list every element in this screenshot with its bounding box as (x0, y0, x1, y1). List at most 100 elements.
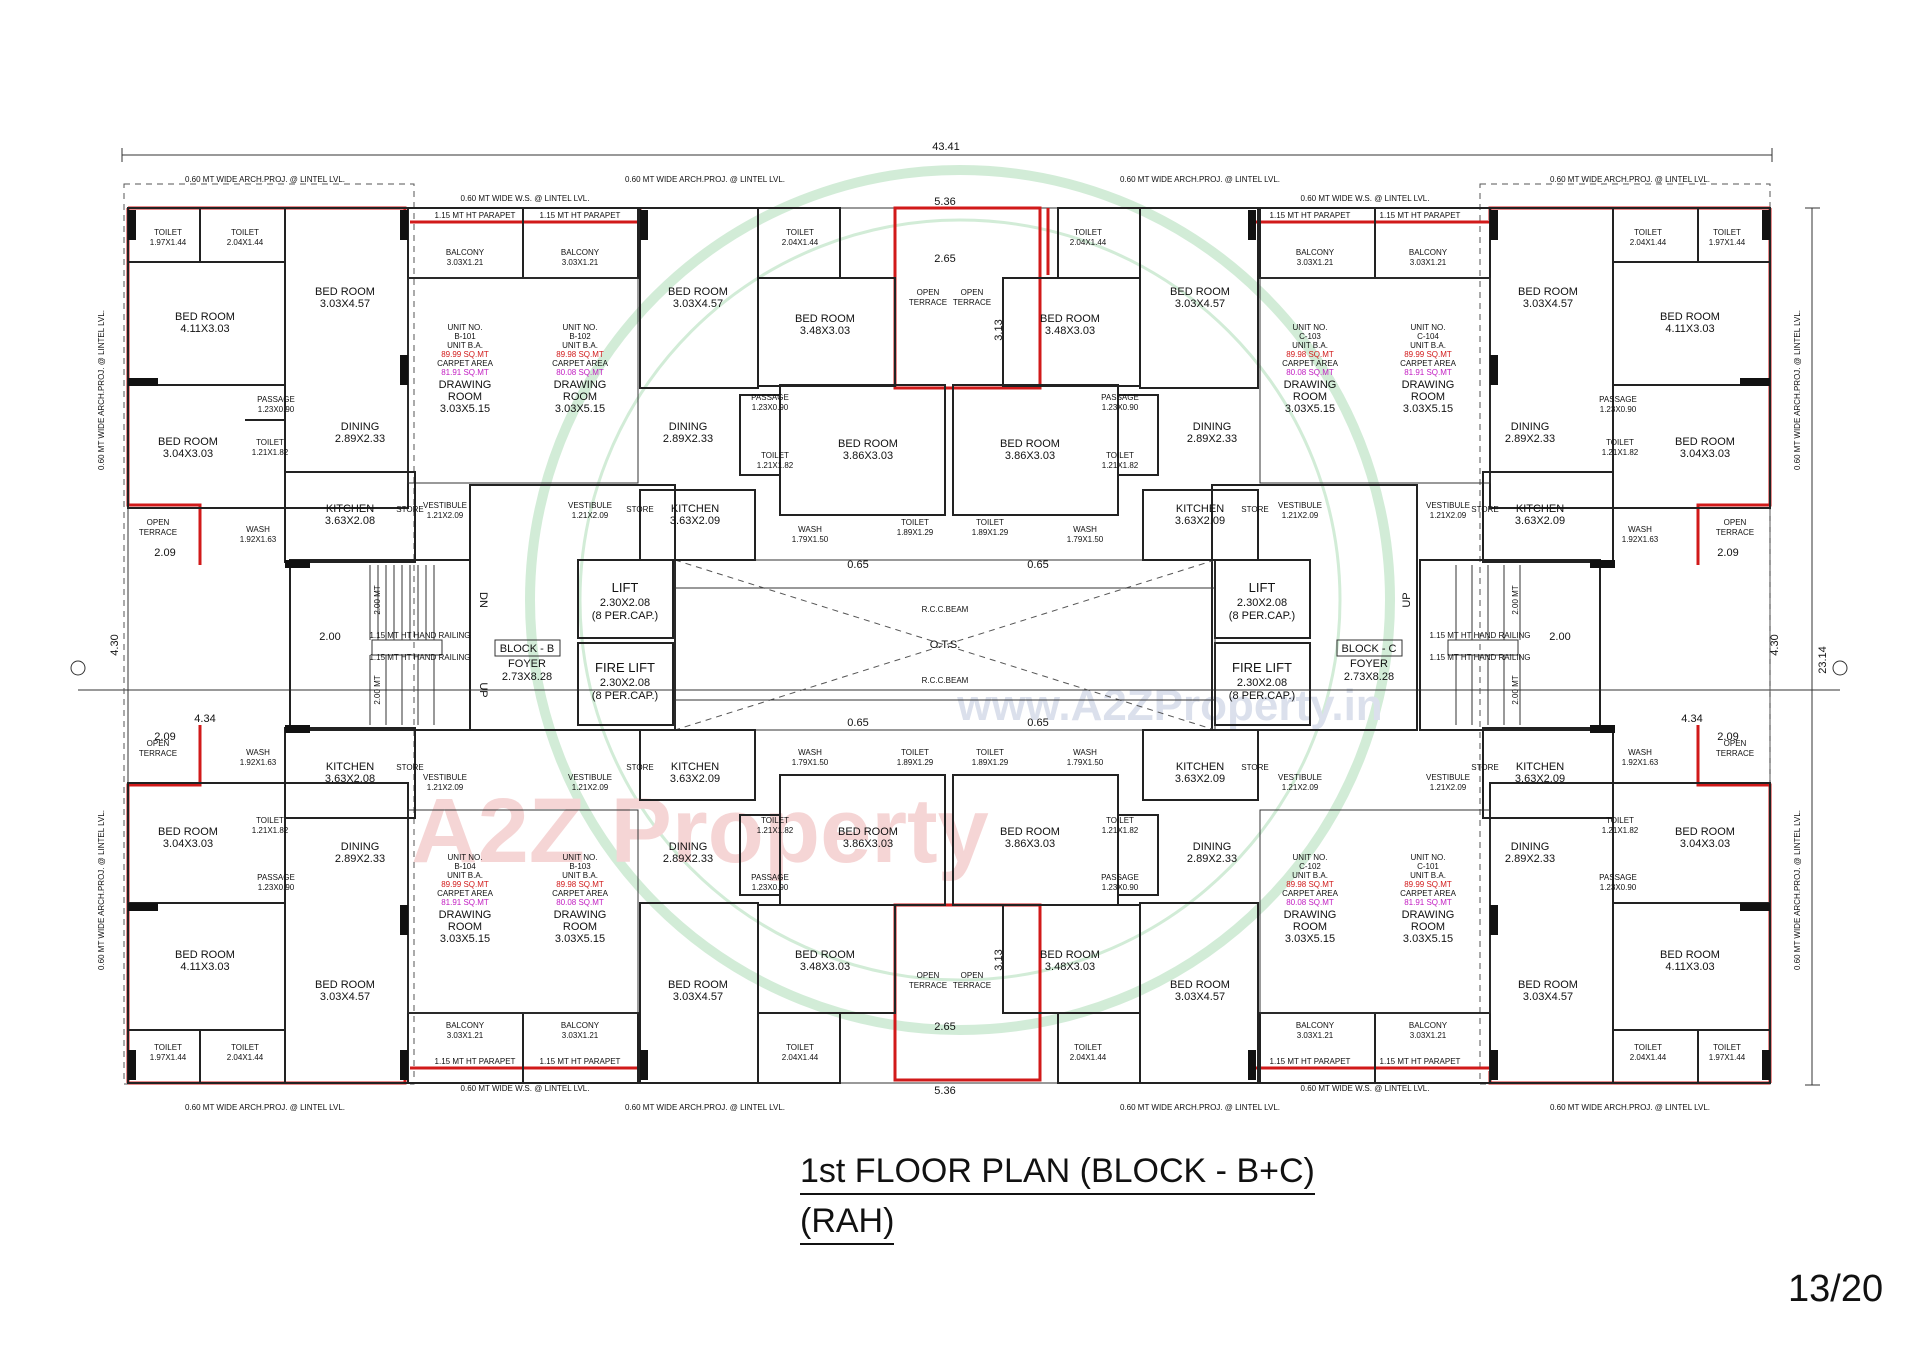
drawing-room-label: DRAWING (1284, 909, 1337, 921)
passage-br-2-dim: 1.23X0.90 (1600, 883, 1637, 892)
carpet-area-value: 81.91 SQ.MT (441, 898, 489, 907)
drawing-room-label-2: ROOM (1411, 391, 1445, 403)
unit-number: B-102 (569, 332, 591, 341)
unit-number: C-104 (1417, 332, 1439, 341)
dim-434-right: 4.34 (1681, 713, 1702, 725)
terrace-bottom-right-1: OPEN (961, 971, 984, 980)
toilet-bc-b-dim: 1.21X1.82 (757, 826, 794, 835)
dining-br-dim: 2.89X2.33 (1187, 853, 1237, 865)
watermark-url: www.A2ZProperty.in (956, 681, 1382, 730)
balcony-bl-a-dim: 3.03X1.21 (447, 1031, 484, 1040)
vestibule-bl-dim: 1.21X2.09 (427, 783, 464, 792)
bedroom-tl-b-label: BED ROOM (315, 286, 375, 298)
terrace-bottom-left-1: OPEN (917, 971, 940, 980)
unit-ba-value: 89.98 SQ.MT (556, 880, 604, 889)
terrace-top-left-2: TERRACE (909, 298, 947, 307)
parapet-bottom-left: 1.15 MT HT PARAPET (435, 1057, 516, 1066)
terrace-side-br-2: TERRACE (1716, 749, 1754, 758)
unit-no-label: UNIT NO. (563, 853, 598, 862)
balcony-tr-b-dim: 3.03X1.21 (1410, 258, 1447, 267)
columns (128, 210, 1770, 1080)
parapet-bottom-left-2: 1.15 MT HT PARAPET (540, 1057, 621, 1066)
lift-right-label: LIFT (1249, 580, 1276, 595)
carpet-area-label: CARPET AREA (1282, 889, 1339, 898)
terrace-top-left-1: OPEN (917, 288, 940, 297)
toilet-tr-f-label: TOILET (1606, 438, 1634, 447)
toilet-tr-a-dim: 2.04X1.44 (1070, 238, 1107, 247)
toilet-tc-a-dim: 2.04X1.44 (782, 238, 819, 247)
unit-ba-value: 89.98 SQ.MT (1286, 880, 1334, 889)
kitchen-tl-dim: 3.63X2.08 (325, 515, 375, 527)
terrace-side-bl-2: TERRACE (139, 749, 177, 758)
dim-right-430: 4.30 (1769, 634, 1781, 655)
dining-tc-dim: 2.89X2.33 (663, 433, 713, 445)
unit-number: B-104 (454, 862, 476, 871)
overall-width: 43.41 (932, 141, 960, 153)
bedroom-tc-c-dim: 3.86X3.03 (843, 450, 893, 462)
arch-proj-left-top: 0.60 MT WIDE ARCH.PROJ. @ LINTEL LVL. (97, 310, 106, 470)
terrace-side-tl-2: TERRACE (139, 528, 177, 537)
dim-209-top-left: 2.09 (154, 547, 175, 559)
store-tr-label: STORE (1241, 505, 1268, 514)
passage-br-label: PASSAGE (1101, 873, 1139, 882)
kitchen-tr-2-dim: 3.63X2.09 (1515, 515, 1565, 527)
drawing-room-label: DRAWING (439, 909, 492, 921)
vestibule-tr-2-dim: 1.21X2.09 (1430, 511, 1467, 520)
lift-left-dim: 2.30X2.08 (600, 597, 650, 609)
bedroom-br-d-dim: 3.03X4.57 (1523, 991, 1573, 1003)
vestibule-bl-label: VESTIBULE (423, 773, 467, 782)
parapet-top-left-2: 1.15 MT HT PARAPET (540, 211, 621, 220)
bedroom-tc-a-dim: 3.03X4.57 (673, 298, 723, 310)
parapet-bottom-right: 1.15 MT HT PARAPET (1270, 1057, 1351, 1066)
stair-dim-c: 2.00 MT (1511, 585, 1520, 614)
kitchen-br-2-label: KITCHEN (1516, 761, 1564, 773)
toilet-tr-d-label: TOILET (1634, 228, 1662, 237)
bedroom-tl-a-label: BED ROOM (175, 311, 235, 323)
toilet-tr-c-label: TOILET (976, 518, 1004, 527)
bedroom-tr-e-label: BED ROOM (1660, 311, 1720, 323)
drawing-room-label-2: ROOM (448, 391, 482, 403)
toilet-bc-b-label: TOILET (761, 816, 789, 825)
drawing-room-label: DRAWING (554, 909, 607, 921)
bedroom-tr-b-dim: 3.48X3.03 (1045, 325, 1095, 337)
passage-br-2-label: PASSAGE (1599, 873, 1637, 882)
drawing-room-label-2: ROOM (1411, 921, 1445, 933)
vestibule-br-dim: 1.21X2.09 (1282, 783, 1319, 792)
terrace-top-right-1: OPEN (961, 288, 984, 297)
drawing-room-label-2: ROOM (563, 391, 597, 403)
toilet-tc-b-label: TOILET (761, 451, 789, 460)
toilet-tl-b-label: TOILET (231, 228, 259, 237)
page-number: 13/20 (1788, 1268, 1884, 1310)
hand-railing-left-2: 1.15 MT HT HAND RAILING (369, 653, 470, 662)
dim-top-265: 2.65 (934, 253, 955, 265)
dim-209-bottom-right: 2.09 (1717, 731, 1738, 743)
bedroom-br-c-label: BED ROOM (1000, 826, 1060, 838)
bedroom-tr-e-dim: 4.11X3.03 (1665, 323, 1714, 335)
lift-left-label: LIFT (612, 580, 639, 595)
ws-lintel-bottom-right: 0.60 MT WIDE W.S. @ LINTEL LVL. (1301, 1084, 1430, 1093)
unit-ba-label: UNIT B.A. (1410, 341, 1446, 350)
stairs-left (289, 559, 471, 731)
dining-tr-label: DINING (1193, 421, 1232, 433)
carpet-area-label: CARPET AREA (1282, 359, 1339, 368)
block-c-label: BLOCK - C (1341, 643, 1396, 655)
unit-no-label: UNIT NO. (448, 323, 483, 332)
drawing-room-label-2: ROOM (1293, 391, 1327, 403)
toilet-bl-b-label: TOILET (231, 1043, 259, 1052)
bedroom-bc-a-dim: 3.03X4.57 (673, 991, 723, 1003)
wash-tr-2-dim: 1.92X1.63 (1622, 535, 1659, 544)
drawing-room-label-2: ROOM (448, 921, 482, 933)
bedroom-br-c-dim: 3.86X3.03 (1005, 838, 1055, 850)
toilet-tc-c-dim: 1.89X1.29 (897, 528, 934, 537)
unit-no-label: UNIT NO. (1293, 323, 1328, 332)
up-label-left: UP (477, 682, 489, 697)
vestibule-tc-dim: 1.21X2.09 (572, 511, 609, 520)
toilet-tl-a-dim: 1.97X1.44 (150, 238, 187, 247)
bedroom-tl-a-dim: 4.11X3.03 (180, 323, 229, 335)
store-tc-label: STORE (626, 505, 653, 514)
balcony-tl-b-dim: 3.03X1.21 (562, 258, 599, 267)
drawing-room-label: DRAWING (1284, 379, 1337, 391)
toilet-br-e-label: TOILET (1713, 1043, 1741, 1052)
dim-065-c: 0.65 (847, 717, 868, 729)
